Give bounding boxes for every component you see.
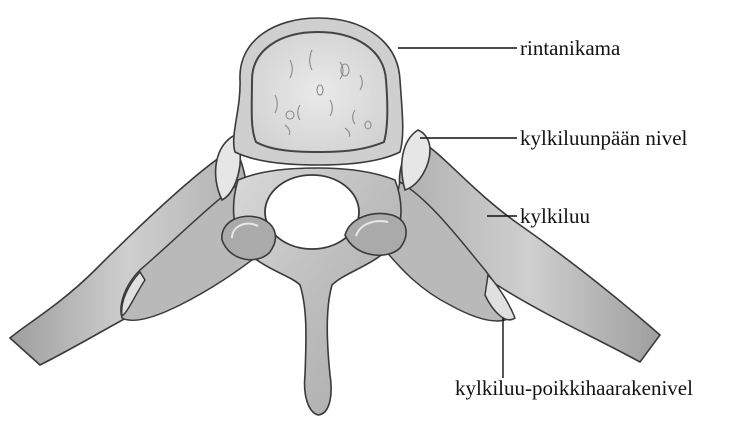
label-costovertebral-joint: kylkiluunpään nivel <box>520 128 687 149</box>
vertebral-body-endplate <box>252 32 388 152</box>
vertebral-foramen <box>265 175 359 249</box>
label-costotransverse-joint: kylkiluu-poikkihaarakenivel <box>455 378 693 399</box>
label-vertebra: rintanikama <box>520 38 620 59</box>
label-rib: kylkiluu <box>520 206 590 227</box>
